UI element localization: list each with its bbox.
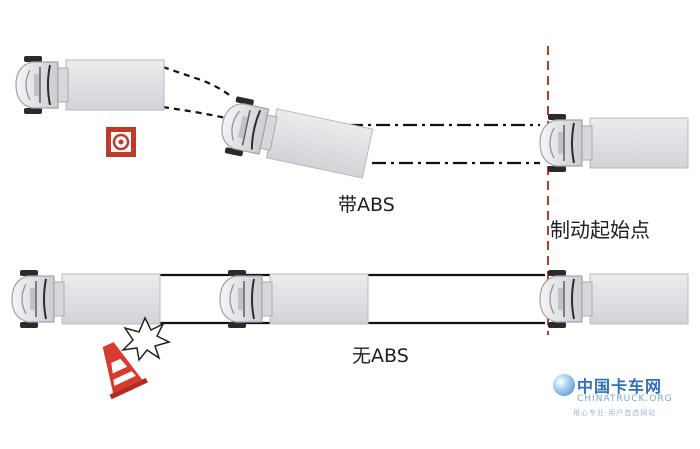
watermark-tagline: 用心专业·用户首选网站 — [573, 409, 657, 417]
watermark-subtitle: CHINATRUCK.ORG — [577, 394, 673, 404]
traffic-cone-icon — [102, 342, 148, 400]
truck-abs-start — [15, 55, 165, 115]
chinatruck-logo-icon — [553, 374, 575, 396]
target-icon — [106, 127, 136, 157]
chinatruck-watermark: 中国卡车网 CHINATRUCK.ORG 用心专业·用户首选网站 — [553, 372, 693, 418]
truck-noabs-braking — [539, 269, 689, 329]
impact-burst-icon — [120, 316, 172, 362]
label-with-abs: 带ABS — [338, 194, 395, 216]
truck-noabs-start — [11, 269, 161, 329]
truck-abs-swerve — [215, 93, 375, 184]
label-without-abs: 无ABS — [352, 345, 409, 367]
label-braking-start: 制动起始点 — [550, 218, 650, 242]
abs-track-lines — [162, 65, 540, 165]
truck-abs-braking — [539, 113, 689, 173]
watermark-title: 中国卡车网 — [577, 377, 663, 396]
truck-noabs-middle — [219, 269, 369, 329]
